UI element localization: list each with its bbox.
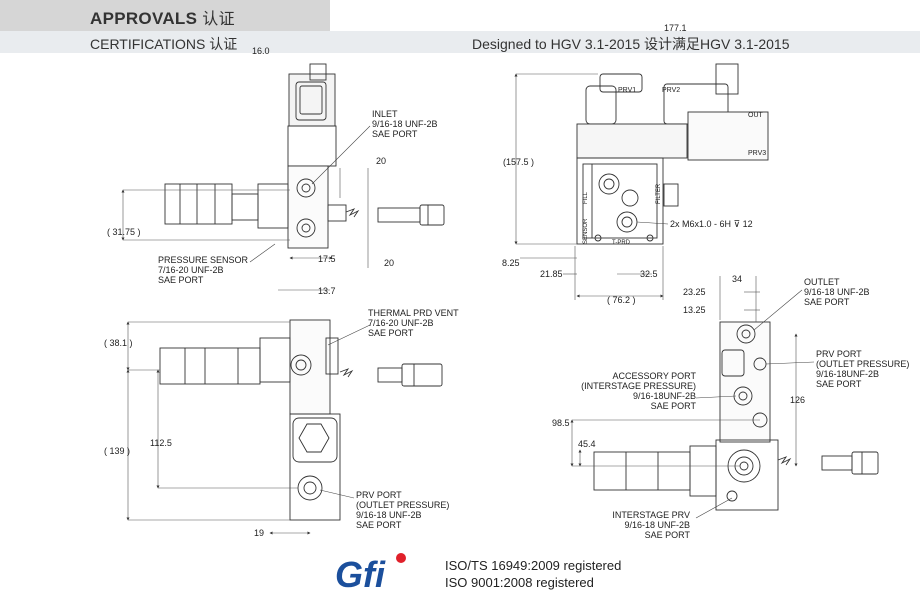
- svg-text:SAE PORT: SAE PORT: [158, 275, 204, 285]
- header-band-top: [0, 0, 330, 31]
- page-subtitle: CERTIFICATIONS 认证: [90, 36, 238, 52]
- dim-112-5: 112.5: [150, 438, 172, 448]
- leader-lines: [249, 125, 815, 519]
- dim-13-7: 13.7: [318, 286, 336, 296]
- gfi-logo-mark: Gfi: [335, 553, 406, 595]
- label-tprd: T-PRD: [612, 240, 631, 246]
- dim-38-1: ( 38.1 ): [104, 338, 133, 348]
- view-top-right: [576, 63, 769, 245]
- svg-text:SAE PORT: SAE PORT: [372, 129, 418, 139]
- gfi-logo-text: Gfi: [335, 554, 386, 593]
- dim-157-5: (157.5 ): [503, 157, 534, 167]
- svg-text:(INTERSTAGE PRESSURE): (INTERSTAGE PRESSURE): [581, 381, 696, 391]
- svg-text:7/16-20 UNF-2B: 7/16-20 UNF-2B: [158, 265, 224, 275]
- dim-8-25: 8.25: [502, 258, 520, 268]
- design-standard-note: Designed to HGV 3.1-2015 设计满足HGV 3.1-201…: [472, 36, 790, 52]
- dim-17-5: 17.5: [318, 254, 336, 264]
- svg-text:7/16-20 UNF-2B: 7/16-20 UNF-2B: [368, 318, 434, 328]
- header-band-bottom: [0, 31, 920, 53]
- label-interstage-prv: INTERSTAGE PRV 9/16-18 UNF-2B SAE PORT: [612, 510, 690, 540]
- dimension-lines: [121, 73, 798, 535]
- header-band-top-right: [330, 0, 920, 31]
- label-thermal-prd-vent: THERMAL PRD VENT 7/16-20 UNF-2B SAE PORT: [368, 308, 459, 338]
- svg-text:9/16-18 UNF-2B: 9/16-18 UNF-2B: [356, 510, 422, 520]
- label-outlet: OUTLET 9/16-18 UNF-2B SAE PORT: [804, 277, 870, 307]
- svg-text:INLET: INLET: [372, 109, 398, 119]
- svg-text:(OUTLET PRESSURE): (OUTLET PRESSURE): [816, 359, 909, 369]
- svg-text:(OUTLET PRESSURE): (OUTLET PRESSURE): [356, 500, 449, 510]
- certification-iso-ts: ISO/TS 16949:2009 registered: [445, 558, 622, 573]
- dim-32-5: 32.5: [640, 269, 658, 279]
- svg-text:INTERSTAGE PRV: INTERSTAGE PRV: [612, 510, 690, 520]
- label-prv3: PRV3: [748, 150, 766, 157]
- label-prv-port-right: PRV PORT (OUTLET PRESSURE) 9/16-18UNF-2B…: [816, 349, 909, 389]
- svg-text:9/16-18UNF-2B: 9/16-18UNF-2B: [633, 391, 696, 401]
- dim-34: 34: [732, 274, 742, 284]
- certification-iso-9001: ISO 9001:2008 registered: [445, 575, 594, 590]
- dim-13-25: 13.25: [683, 305, 706, 315]
- svg-text:SAE PORT: SAE PORT: [356, 520, 402, 530]
- dim-20a: 20: [376, 156, 386, 166]
- svg-text:9/16-18 UNF-2B: 9/16-18 UNF-2B: [624, 520, 690, 530]
- svg-text:9/16-18 UNF-2B: 9/16-18 UNF-2B: [372, 119, 438, 129]
- dim-31-75: ( 31.75 ): [107, 227, 141, 237]
- svg-text:SAE PORT: SAE PORT: [651, 401, 697, 411]
- label-prv-port-left: PRV PORT (OUTLET PRESSURE) 9/16-18 UNF-2…: [356, 490, 449, 530]
- gfi-logo-dot: [396, 553, 406, 563]
- label-prv1: PRV1: [618, 87, 636, 94]
- label-prv2: PRV2: [662, 87, 680, 94]
- svg-text:9/16-18 UNF-2B: 9/16-18 UNF-2B: [804, 287, 870, 297]
- svg-text:PRESSURE SENSOR: PRESSURE SENSOR: [158, 255, 249, 265]
- svg-text:SAE PORT: SAE PORT: [816, 379, 862, 389]
- view-side-top-left: [164, 63, 445, 249]
- dim-45-4: 45.4: [578, 439, 596, 449]
- page-title: APPROVALS 认证: [90, 9, 235, 28]
- label-pressure-sensor: PRESSURE SENSOR 7/16-20 UNF-2B SAE PORT: [158, 255, 249, 285]
- dim-20b: 20: [384, 258, 394, 268]
- dim-139: ( 139 ): [104, 446, 130, 456]
- dim-21-85: 21.85: [540, 269, 563, 279]
- svg-text:PRV PORT: PRV PORT: [816, 349, 862, 359]
- label-accessory-port: ACCESSORY PORT (INTERSTAGE PRESSURE) 9/1…: [581, 371, 696, 411]
- dim-top-right: 177.1: [664, 23, 687, 33]
- svg-text:THERMAL PRD VENT: THERMAL PRD VENT: [368, 308, 459, 318]
- label-filter: FILTER: [656, 183, 662, 204]
- label-sensor: SENSOR: [583, 218, 589, 244]
- label-inlet: INLET 9/16-18 UNF-2B SAE PORT: [372, 109, 438, 139]
- dim-top-left: 16.0: [252, 46, 270, 56]
- svg-text:9/16-18UNF-2B: 9/16-18UNF-2B: [816, 369, 879, 379]
- svg-text:SAE PORT: SAE PORT: [645, 530, 691, 540]
- svg-text:SAE PORT: SAE PORT: [804, 297, 850, 307]
- label-out: OUT: [748, 112, 764, 119]
- dim-126: 126: [790, 395, 805, 405]
- svg-text:ACCESSORY PORT: ACCESSORY PORT: [612, 371, 696, 381]
- svg-text:PRV PORT: PRV PORT: [356, 490, 402, 500]
- dim-19: 19: [254, 528, 264, 538]
- svg-text:SAE PORT: SAE PORT: [368, 328, 414, 338]
- dim-98-5: 98.5: [552, 418, 570, 428]
- svg-text:OUTLET: OUTLET: [804, 277, 840, 287]
- label-fill: FILL: [583, 191, 589, 204]
- dim-23-25: 23.25: [683, 287, 706, 297]
- gfi-logo: Gfi: [333, 551, 409, 598]
- label-mount-thread: 2x M6x1.0 - 6H ⊽ 12: [670, 219, 753, 229]
- dim-76-2: ( 76.2 ): [607, 295, 636, 305]
- view-front-bottom-left: [159, 319, 443, 521]
